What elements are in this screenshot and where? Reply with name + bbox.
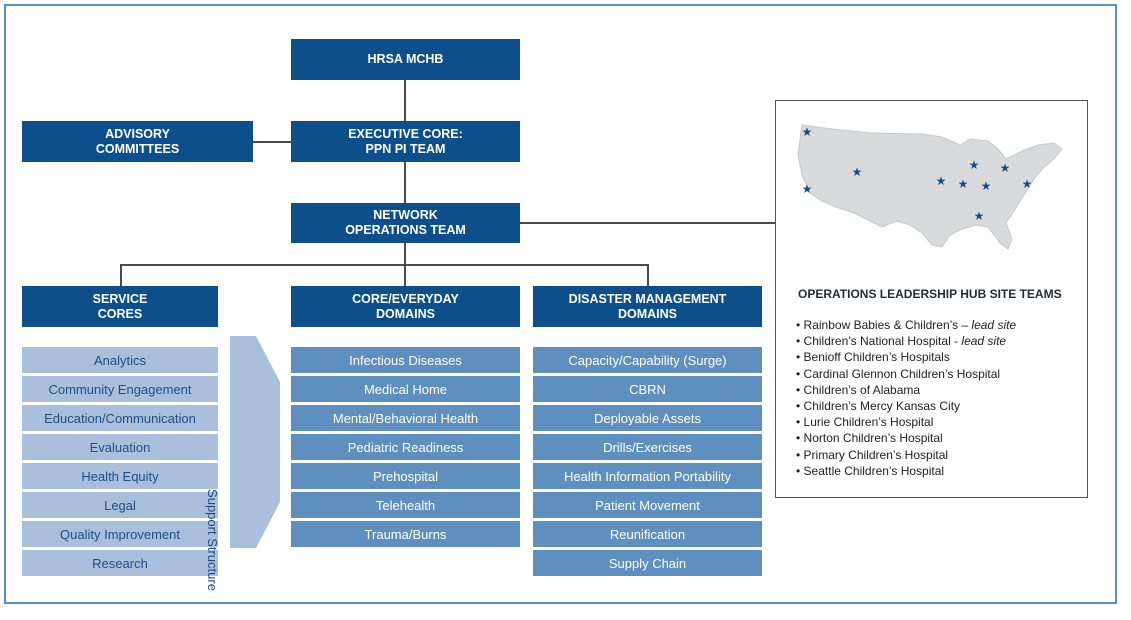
- connector-network-hub: [520, 222, 775, 224]
- core-domain-item: Trauma/Burns: [291, 521, 520, 547]
- connector-advisory-executive: [253, 141, 291, 143]
- star-icon: ★: [936, 174, 947, 188]
- service-core-item: Evaluation: [22, 434, 218, 460]
- disaster-domain-item: Patient Movement: [533, 492, 762, 518]
- service-core-item: Analytics: [22, 347, 218, 373]
- hub-site-name: Lurie Children’s Hospital: [803, 415, 934, 430]
- hub-site-name: Primary Children’s Hospital: [803, 447, 949, 462]
- star-icon: ★: [802, 182, 813, 196]
- support-structure-label: Support Structure: [205, 489, 220, 591]
- executive-core-box: EXECUTIVE CORE: PPN PI TEAM: [291, 121, 520, 162]
- hub-site-name: Norton Children’s Hospital: [803, 431, 943, 446]
- connector-to-core: [404, 264, 406, 286]
- service-core-item: Quality Improvement: [22, 521, 218, 547]
- lead-site-note: lead site: [961, 334, 1007, 349]
- support-structure-arrow: [230, 336, 280, 548]
- hub-site-panel: ★ ★ ★ ★ ★ ★ ★ ★ ★ ★ OPERATIONS LEADERSHI…: [775, 100, 1088, 498]
- star-icon: ★: [958, 177, 969, 191]
- service-core-item: Health Equity: [22, 463, 218, 489]
- core-domain-item: Infectious Diseases: [291, 347, 520, 373]
- core-domain-item: Pediatric Readiness: [291, 434, 520, 460]
- lead-site-note: lead site: [971, 318, 1017, 332]
- service-core-item: Education/Communication: [22, 405, 218, 431]
- hub-site-item: • Cardinal Glennon Children’s Hospital: [796, 366, 1001, 381]
- disaster-domain-item: Capacity/Capability (Surge): [533, 347, 762, 373]
- hub-site-name: Children’s National Hospital: [803, 334, 951, 349]
- hub-site-item: • Children’s of Alabama: [796, 382, 921, 397]
- hub-site-item: • Rainbow Babies & Children’s – lead sit…: [796, 318, 1017, 332]
- hub-site-item: • Norton Children’s Hospital: [796, 431, 943, 446]
- star-icon: ★: [981, 179, 992, 193]
- hub-site-name: Cardinal Glennon Children’s Hospital: [803, 366, 1001, 381]
- connector-to-disaster: [647, 264, 649, 286]
- service-core-item: Research: [22, 550, 218, 576]
- star-icon: ★: [1000, 161, 1011, 175]
- hub-site-item: • Children’s National Hospital - lead si…: [796, 334, 1007, 349]
- disaster-domains-header: DISASTER MANAGEMENT DOMAINS: [533, 286, 762, 327]
- advisory-committees-box: ADVISORY COMMITTEES: [22, 121, 253, 162]
- hub-site-name: Children’s Mercy Kansas City: [803, 399, 961, 414]
- hub-site-item: • Children’s Mercy Kansas City: [796, 399, 961, 414]
- star-icon: ★: [1022, 177, 1033, 191]
- core-domains-header: CORE/EVERYDAY DOMAINS: [291, 286, 520, 327]
- hub-site-list: • Rainbow Babies & Children’s – lead sit…: [796, 317, 1016, 479]
- star-icon: ★: [974, 209, 985, 223]
- us-map-icon: ★ ★ ★ ★ ★ ★ ★ ★ ★ ★: [797, 124, 1063, 250]
- hub-site-item: • Lurie Children’s Hospital: [796, 415, 934, 430]
- hrsa-mchb-box: HRSA MCHB: [291, 39, 520, 80]
- hub-title: OPERATIONS LEADERSHIP HUB SITE TEAMS: [798, 287, 1062, 301]
- connector-to-service: [120, 264, 122, 286]
- core-domain-item: Prehospital: [291, 463, 520, 489]
- service-core-item: Community Engagement: [22, 376, 218, 402]
- connector-hrsa-executive: [404, 80, 406, 122]
- hub-site-item: • Benioff Children’s Hospitals: [796, 350, 950, 365]
- disaster-domain-item: Drills/Exercises: [533, 434, 762, 460]
- connector-network-down: [404, 243, 406, 265]
- star-icon: ★: [852, 165, 863, 179]
- disaster-domain-item: Reunification: [533, 521, 762, 547]
- connector-horizontal-bar: [120, 264, 648, 266]
- connector-executive-network: [404, 162, 406, 204]
- core-domain-item: Mental/Behavioral Health: [291, 405, 520, 431]
- disaster-domain-item: Deployable Assets: [533, 405, 762, 431]
- hub-site-name: Benioff Children’s Hospitals: [803, 350, 950, 365]
- star-icon: ★: [802, 125, 813, 139]
- disaster-domain-item: Supply Chain: [533, 550, 762, 576]
- star-icon: ★: [969, 158, 980, 172]
- core-domain-item: Medical Home: [291, 376, 520, 402]
- hub-site-item: • Primary Children’s Hospital: [796, 447, 949, 462]
- hub-site-name: Seattle Children’s Hospital: [803, 463, 945, 478]
- service-core-item: Legal: [22, 492, 218, 518]
- hub-site-name: Children’s of Alabama: [803, 382, 921, 397]
- disaster-domain-item: Health Information Portability: [533, 463, 762, 489]
- network-operations-box: NETWORK OPERATIONS TEAM: [291, 203, 520, 243]
- disaster-domain-item: CBRN: [533, 376, 762, 402]
- core-domain-item: Telehealth: [291, 492, 520, 518]
- service-cores-header: SERVICE CORES: [22, 286, 218, 327]
- hub-site-item: • Seattle Children’s Hospital: [796, 463, 945, 478]
- hub-site-name: Rainbow Babies & Children’s: [803, 318, 959, 332]
